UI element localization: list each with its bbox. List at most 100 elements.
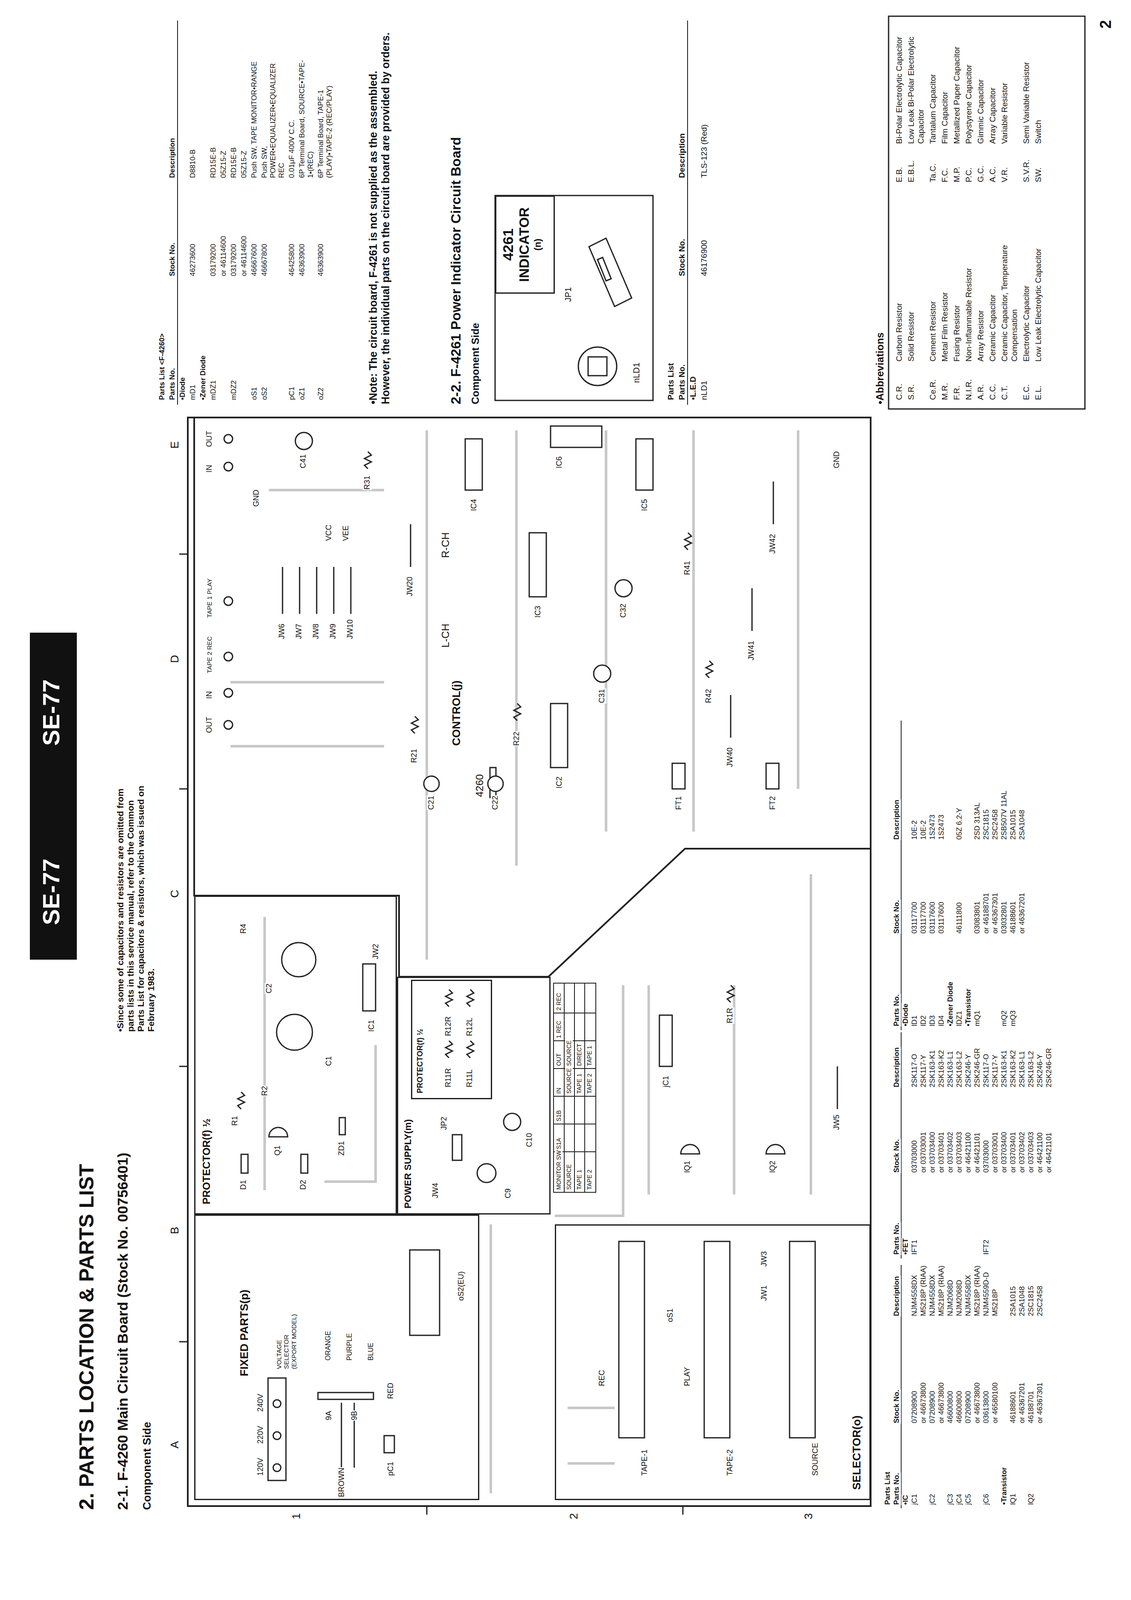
region-title: INDICATOR [516,201,533,289]
board-region: PROTECTOR(f) ½ [194,895,397,1215]
page-text: SE-77 [37,678,65,747]
parts-list-cell: or 46114600 [219,235,228,277]
part-label: lQ2 [768,1160,778,1173]
part-label: IN [204,464,214,473]
abbreviation-cell: Ta.C. [927,163,938,183]
part-label: R4 [239,923,248,934]
parts-list-cell: 46667600 [250,243,259,277]
abbreviation-cell: SW. [1033,166,1044,183]
abbreviation-cell: C.C. [987,383,998,401]
part-label: 9A [324,1410,334,1421]
parts-list-cell: 2SA1048 [1017,809,1027,840]
part-label: JW6 [277,623,287,640]
part-label: R42 [704,688,714,704]
parts-list-cell: or 03703402 [946,1131,955,1173]
parts-list-cell: 2SD 313AL [973,801,982,840]
abbreviation-cell: Polystyrene Capacitor [963,23,974,145]
page-text: Component Side [140,1420,154,1510]
abbreviation-cell: Bi-Polar Electrolytic Capacitor [894,23,904,145]
part-label: R2 [260,1085,270,1097]
part-label: FT1 [674,795,684,811]
part-label: ORANGE [324,1330,333,1361]
abbreviation-cell: Gimmic Capacitor [975,23,986,145]
parts-list-cell: 1S2473 [928,813,937,840]
mode-table-cell: 1 REC [554,1020,563,1039]
page-text: JP1 [563,286,574,303]
abbreviation-cell: Cement Resistor [927,190,938,362]
parts-list-cell: 6P Terminal Board, SOURCE•TAPE-1•(REC) [297,49,315,179]
abbreviation-cell: A.R. [975,383,986,401]
parts-list-cell: •L.E.D [687,376,699,401]
parts-list-cell: Description [892,1275,901,1317]
header-band [29,632,77,960]
part-label: VOLTAGE SELECTOR (EXPORT MODEL) [275,1304,298,1370]
parts-list-cell: 2SK117-Y [991,1054,1000,1088]
parts-list-cell: 46188601 [1008,1390,1018,1424]
region-outline [194,417,871,977]
parts-list-cell: oS1 [250,386,259,401]
part-label: L-CH [439,623,452,648]
page-text: E [168,440,182,449]
parts-list-cell: pC1 [287,386,297,401]
abbreviation-cell: G.C. [975,165,986,183]
part-label: FT2 [768,795,778,811]
mode-table-cell: TAPE 2 [585,1168,594,1190]
abbreviation-cell: E.B. [894,166,904,183]
part-label: IC5 [640,498,650,512]
part-label: ZD1 [337,1140,347,1156]
abbreviation-cell: Metal Film Resistor [939,190,950,362]
parts-list-cell: or 46421101 [973,1131,982,1173]
parts-list-cell: Parts List [883,1471,892,1505]
parts-list-cell: 07208900 [964,1390,973,1424]
part-label: REC [597,1369,607,1387]
part-label: jC1 [661,1075,671,1088]
part-label: OUT [204,430,214,448]
abbreviation-cell: Low Leak Electrolytic Capacitor [1033,190,1044,362]
parts-list-cell: M5218P (RIAA) [919,1264,928,1317]
parts-list-cell: or 46367301 [1035,1381,1045,1424]
parts-list-cell: •Diode [901,1002,910,1027]
abbreviation-cell: Film Capacitor [939,23,950,145]
parts-list-cell: or 46673800 [937,1381,946,1424]
part-label: C32 [618,603,628,618]
parts-list-cell: 2SB507V 11AL [999,789,1009,840]
mode-table-cell: TAPE 1 [575,1072,583,1094]
page-text: 2 [567,1512,581,1520]
part-label: C31 [597,688,607,704]
page-text: 2-2. F-4261 Power Indicator Circuit Boar… [448,136,464,405]
parts-list-cell: jC6 [982,1492,991,1505]
region-title: POWER SUPPLY(m) [402,1118,414,1209]
region-title: PROTECTOR(f) ½ [415,1028,425,1094]
parts-list-cell: lD2 [919,1014,928,1027]
part-label: 240V [256,1393,266,1412]
part-label: C21 [426,795,436,811]
parts-list-cell: 07208900 [928,1390,937,1424]
parts-list-cell: jC3 [946,1492,955,1505]
abbreviation-cell: Semi Variable Resistor [1021,23,1032,145]
parts-list-cell: 07208900 [910,1390,919,1424]
parts-list-cell: or 03703401 [937,1131,946,1173]
part-label: R21 [409,748,419,764]
part-label: 220V [256,1425,266,1444]
parts-list-cell: oS2 [260,386,269,401]
parts-list-cell: lQ2 [1026,1492,1036,1505]
parts-list-cell: Parts No. [892,993,901,1027]
part-label: JW40 [725,746,735,768]
region-title: FIXED PARTS(p) [238,1288,251,1377]
parts-list-cell: Description [892,798,901,840]
abbreviation-cell: E.L. [1033,384,1044,401]
parts-list-cell: NJM4558DX [928,1274,937,1317]
abbreviation-cell: C.T. [999,384,1010,401]
parts-list-cell: jC2 [928,1492,937,1505]
parts-list-cell: Description [892,1046,901,1088]
part-label: C1 [324,1055,334,1067]
parts-list-cell: 2SK163-L2 [1026,1050,1036,1088]
part-label: VEE [341,524,351,542]
part-label: Q1 [273,1144,283,1156]
parts-list-cell: 2SK117-O [910,1053,919,1088]
abbreviation-cell: E.C. [1021,383,1032,401]
abbreviation-cell: Carbon Resistor [894,190,904,362]
abbreviation-cell: Ceramic Capacitor [987,190,998,362]
part-label: JW1 [759,1284,769,1301]
parts-list-cell: 46363900 [297,243,307,277]
